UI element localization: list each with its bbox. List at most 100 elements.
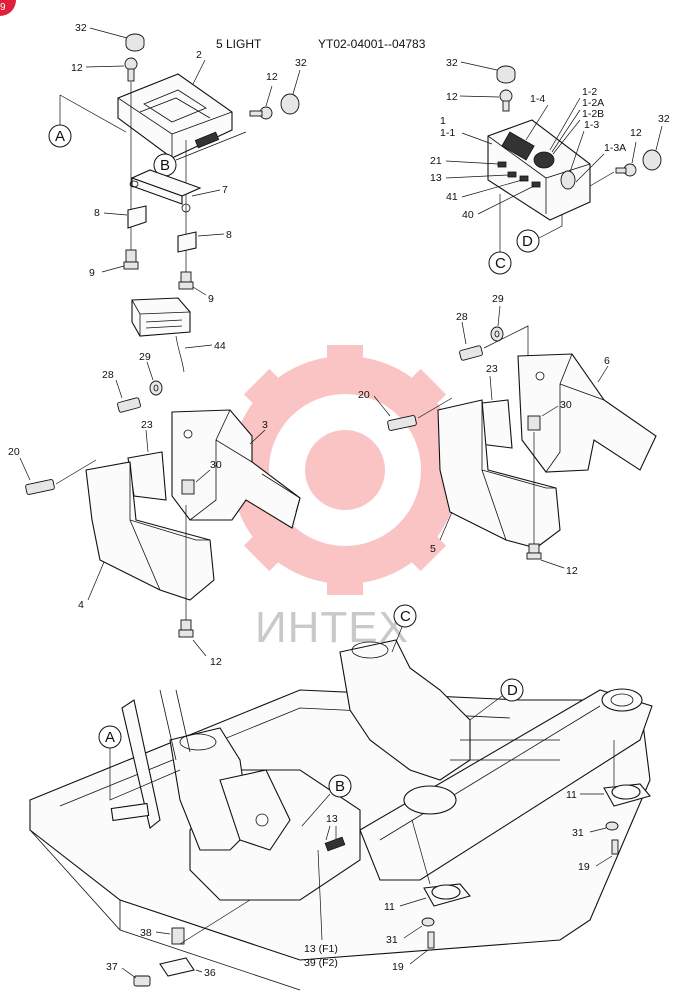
panel-3 [171,409,301,529]
label-31-right: 31 [572,827,584,839]
label-12-left-bottom: 12 [210,656,222,668]
nut-30-right [527,415,541,431]
corner-badge: 9 [0,0,16,16]
cap-32-right [280,93,300,115]
label-12-right-top: 12 [266,71,278,83]
label-32-right-top: 32 [446,57,458,69]
bolt-37 [133,975,151,987]
bolt-9-right [180,271,192,283]
svg-text:A: A [55,128,65,145]
fuse-13 [324,836,346,852]
watermark-gear-tooth [327,561,363,595]
label-40: 40 [462,209,474,221]
cap-32-right-box [642,149,662,171]
svg-text:D: D [522,233,533,250]
label-13-f1: 13 (F1) [304,943,338,955]
bracket-8-right [177,231,197,253]
label-1-1: 1-1 [440,127,455,139]
diagram-title: 5 LIGHT [216,37,262,51]
panel-6 [517,353,657,473]
label-39-f2: 39 (F2) [304,957,338,969]
label-38: 38 [140,927,152,939]
clamp-36 [159,957,195,977]
switch-1-3 [560,170,576,190]
serial-range: YT02-04001--04783 [318,37,426,51]
svg-text:C: C [495,255,506,272]
label-8-right: 8 [226,229,232,241]
label-8-left: 8 [94,207,100,219]
control-lever [121,699,161,829]
bolt-9-left [125,249,137,263]
label-29-right: 29 [492,293,504,305]
switch-44 [131,297,191,337]
label-12-right-box: 12 [630,127,642,139]
panel-5 [437,399,561,549]
bolt-12-right-bottom [528,543,540,554]
label-12-right-bottom: 12 [566,565,578,577]
label-11-left: 11 [384,901,395,913]
label-19-left: 19 [392,961,404,973]
bolt-20-right [387,415,417,431]
label-1-3: 1-3 [584,119,599,131]
washer-29-left [149,380,163,396]
watermark-gear-tooth [243,521,294,572]
watermark-gear-tooth [243,368,294,419]
svg-text:A: A [105,729,115,746]
bolt-20-left [25,479,55,495]
switch-1-4 [501,131,535,161]
label-11-right: 11 [566,789,577,801]
label-23-right: 23 [486,363,498,375]
label-32-left: 32 [75,22,87,34]
label-3: 3 [262,419,268,431]
bolt-19-right [611,839,619,855]
label-1-3a: 1-3A [604,142,626,154]
label-13-right: 13 [430,172,442,184]
label-1-2a: 1-2A [582,97,604,109]
svg-text:C: C [400,608,411,625]
label-28-right: 28 [456,311,468,323]
label-1-2: 1-2 [582,86,597,98]
bolt-12-left-bottom [180,619,192,631]
label-20-left: 20 [8,446,20,458]
label-44: 44 [214,340,226,352]
label-30-left: 30 [210,459,222,471]
label-5: 5 [430,543,436,555]
bolt-28-right [459,345,483,361]
watermark-gear-tooth [396,521,447,572]
label-32-right-box: 32 [658,113,670,125]
label-41: 41 [446,191,458,203]
callout-b-bottom [328,774,352,798]
callout-d-bottom [500,678,524,702]
label-12-right-top-b: 12 [446,91,458,103]
bracket-8-left [127,205,147,229]
label-13-lower: 13 [326,813,338,825]
corner-badge-text: 9 [0,2,6,13]
bolt-28-left [117,397,141,413]
switch-box-1 [487,119,591,221]
label-31-left: 31 [386,934,398,946]
label-4: 4 [78,599,84,611]
label-23-left: 23 [141,419,153,431]
washer-31-right [605,821,619,831]
panel-4 [85,461,215,601]
frame-beam-right [359,689,653,881]
label-28-left: 28 [102,369,114,381]
label-19-right: 19 [578,861,590,873]
label-30-right: 30 [560,399,572,411]
callout-c-bottom [393,604,417,628]
label-1-2b: 1-2B [582,108,604,120]
svg-text:B: B [335,778,345,795]
svg-text:B: B [160,157,170,174]
label-7: 7 [222,184,228,196]
label-32-right: 32 [295,57,307,69]
callout-d-top [516,229,540,253]
nut-30-left [181,479,195,495]
label-1-4: 1-4 [530,93,545,105]
watermark-gear-tooth [327,345,363,379]
label-2: 2 [196,49,202,61]
switch-1-2 [533,151,555,169]
label-12-top: 12 [71,62,83,74]
label-37: 37 [106,961,118,973]
washer-31-left [421,917,435,927]
